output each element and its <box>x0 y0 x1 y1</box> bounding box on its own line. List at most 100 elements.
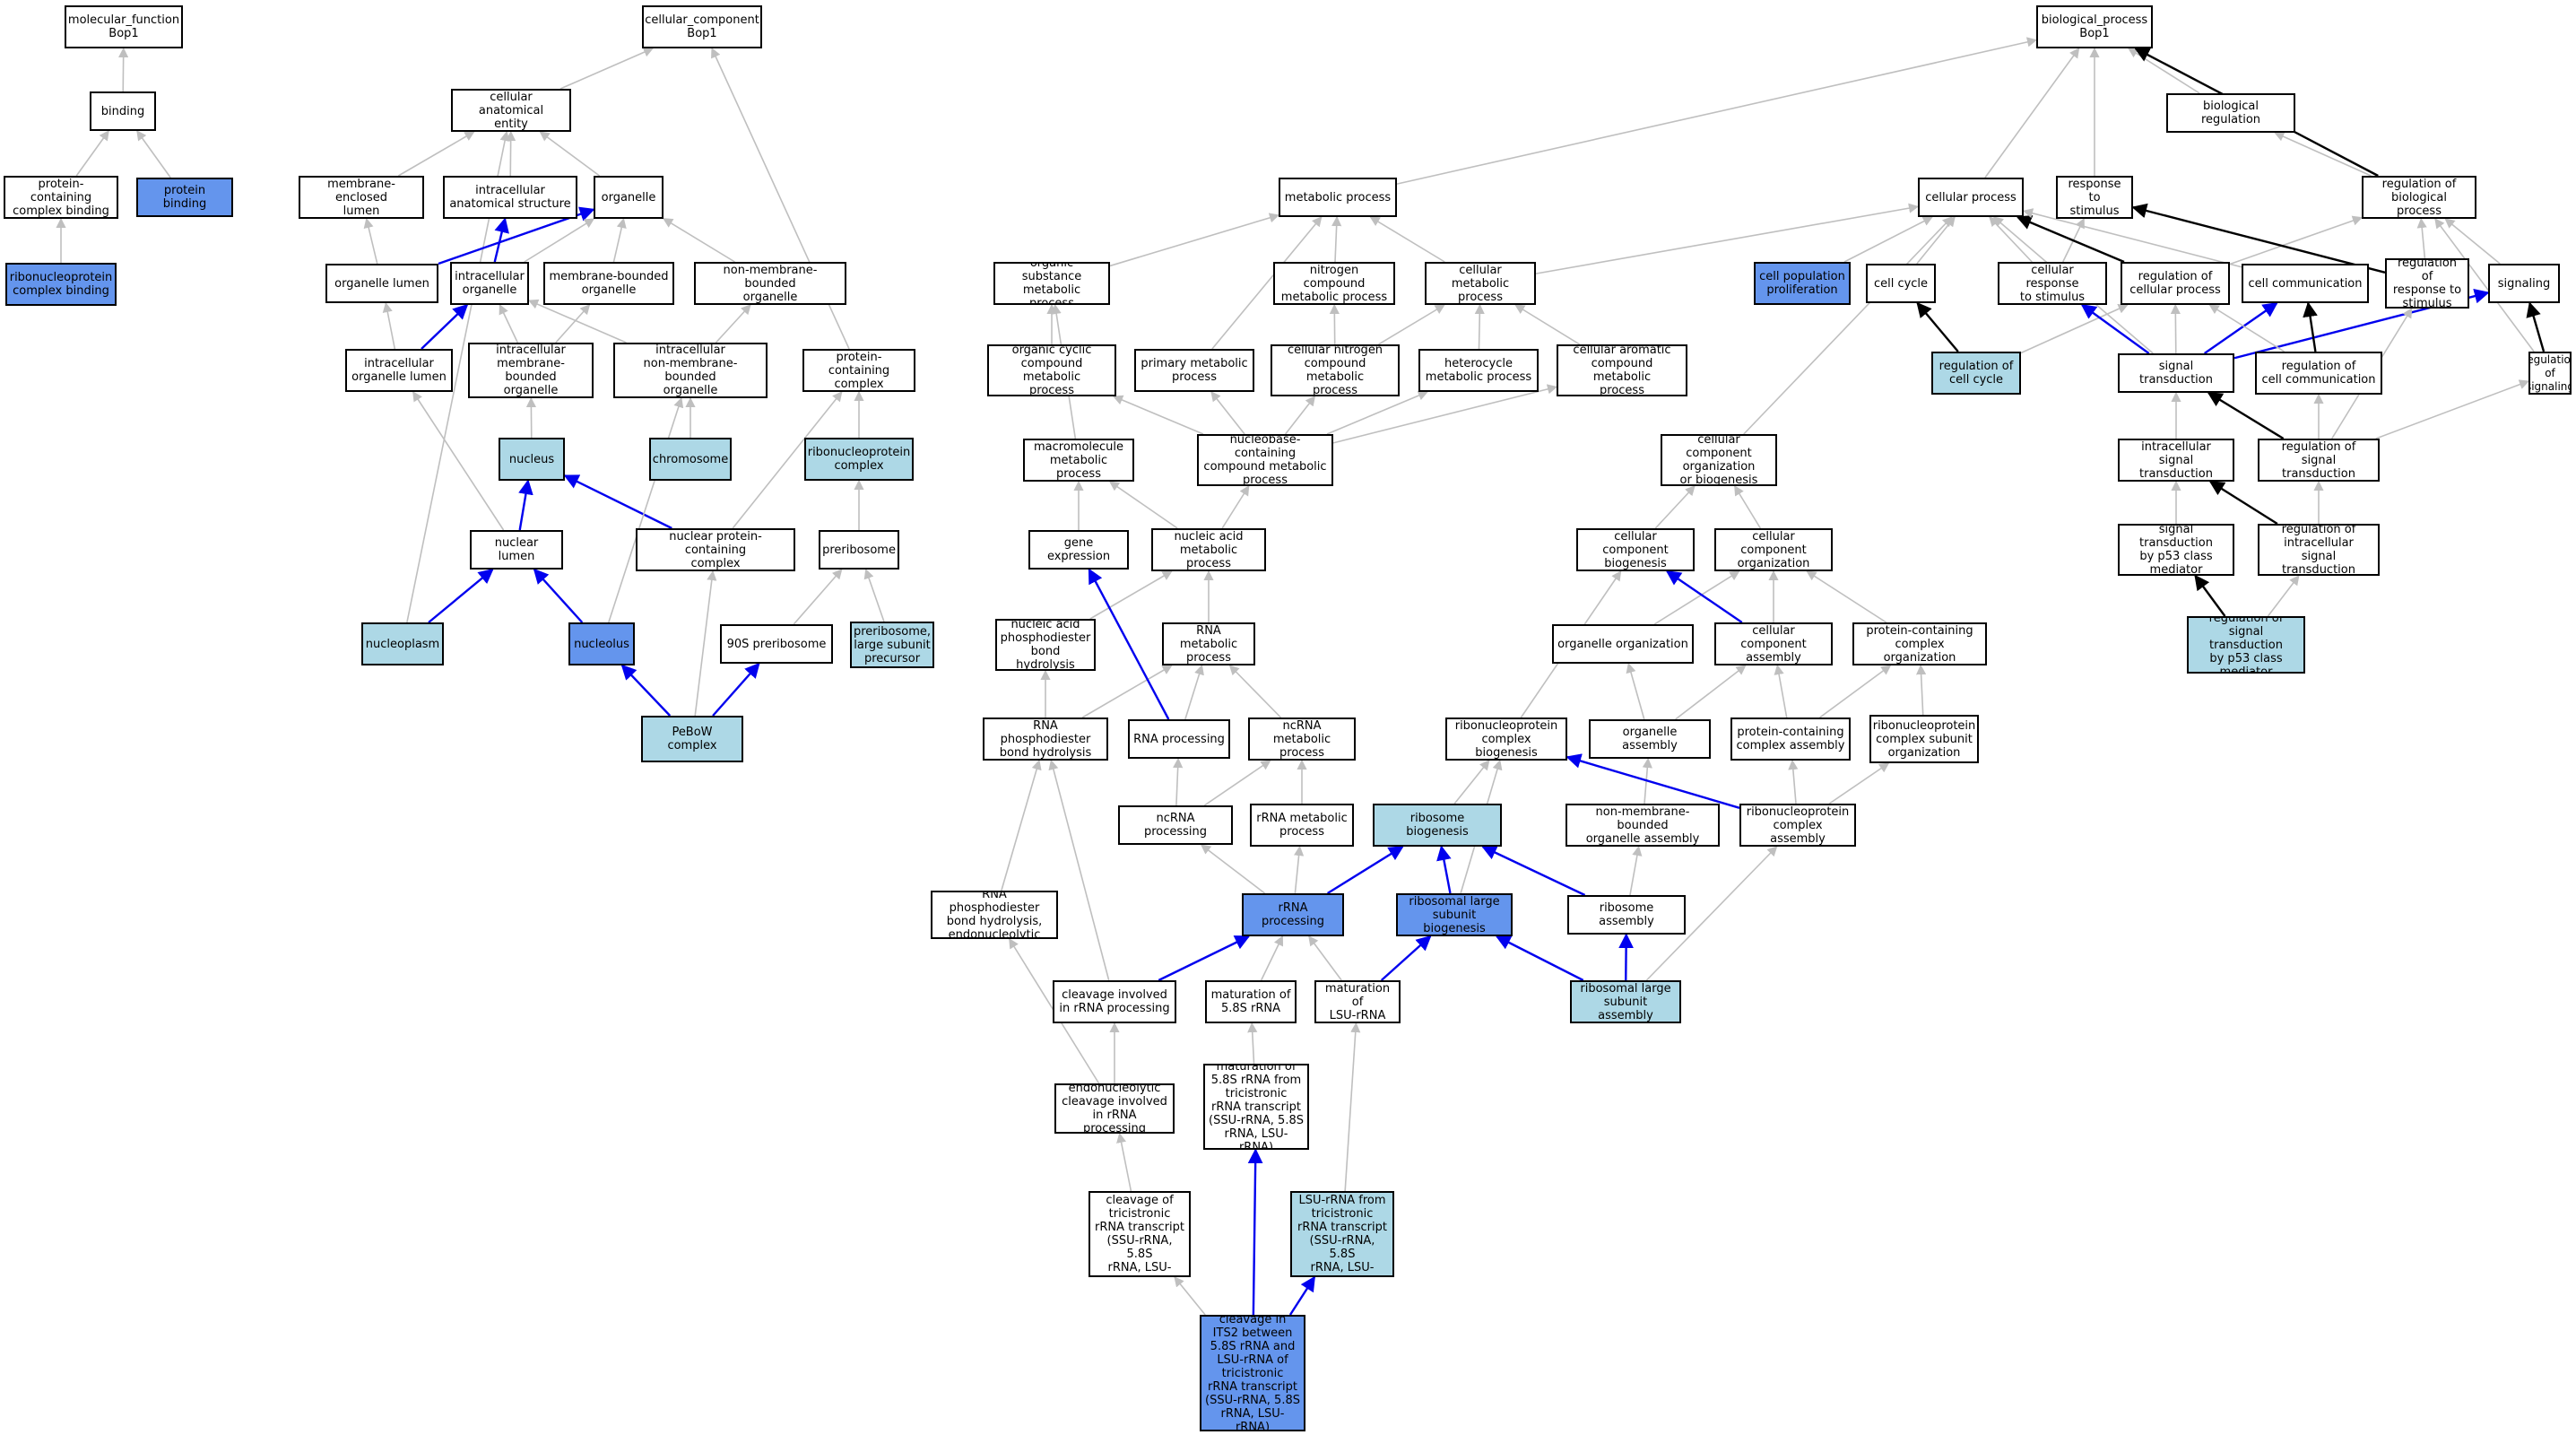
go-term-chromosome[interactable]: chromosome <box>649 438 732 481</box>
go-term-organelle-lumen[interactable]: organelle lumen <box>325 264 438 303</box>
go-term-gene-expression[interactable]: gene expression <box>1028 530 1129 570</box>
go-term-organelle[interactable]: organelle <box>594 176 664 219</box>
go-term-nuclear-lumen[interactable]: nuclear lumen <box>470 530 563 570</box>
edge-pc_complex_org-to-cc_organization <box>1806 570 1887 623</box>
go-term-cell-communication[interactable]: cell communication <box>2242 264 2369 303</box>
go-term-90s-preribosome[interactable]: 90S preribosome <box>720 624 833 664</box>
go-term-signaling[interactable]: signaling <box>2488 264 2560 303</box>
go-term-organelle-assembly[interactable]: organelle assembly <box>1589 719 1711 759</box>
go-term-nucleus[interactable]: nucleus <box>499 438 565 481</box>
go-term-ncrna-processing[interactable]: ncRNA processing <box>1118 805 1233 845</box>
go-term-rrna-processing[interactable]: rRNA processing <box>1242 893 1344 936</box>
go-term-signal-transduction[interactable]: signal transduction <box>2118 353 2234 393</box>
go-term-cell-cycle[interactable]: cell cycle <box>1866 264 1936 303</box>
go-term-regulation-of-signaling[interactable]: regulation ofsignaling <box>2528 352 2572 395</box>
go-term-protein-binding[interactable]: protein binding <box>136 178 233 217</box>
go-term-biological-regulation[interactable]: biological regulation <box>2166 93 2295 133</box>
go-term-nucleoplasm[interactable]: nucleoplasm <box>361 622 444 665</box>
edge-intracell_anat_struct-to-cell_anat_entity <box>506 130 516 177</box>
go-term-nucleolus[interactable]: nucleolus <box>568 622 635 665</box>
go-term-cellular-process[interactable]: cellular process <box>1918 178 2024 217</box>
go-term-ribosome-assembly[interactable]: ribosome assembly <box>1567 895 1686 935</box>
go-term-rna-processing[interactable]: RNA processing <box>1128 719 1230 759</box>
go-term-ribosome-biogenesis[interactable]: ribosome biogenesis <box>1373 804 1502 847</box>
go-term-binding[interactable]: binding <box>90 91 156 131</box>
go-term-preribosome[interactable]: preribosome <box>819 530 899 570</box>
go-term-metabolic-process[interactable]: metabolic process <box>1279 178 1397 217</box>
edge-preribo_large-to-preribosome <box>863 568 885 622</box>
go-term-organelle-organization[interactable]: organelle organization <box>1552 624 1694 664</box>
go-term-pebow-complex[interactable]: PeBoW complex <box>641 716 743 762</box>
